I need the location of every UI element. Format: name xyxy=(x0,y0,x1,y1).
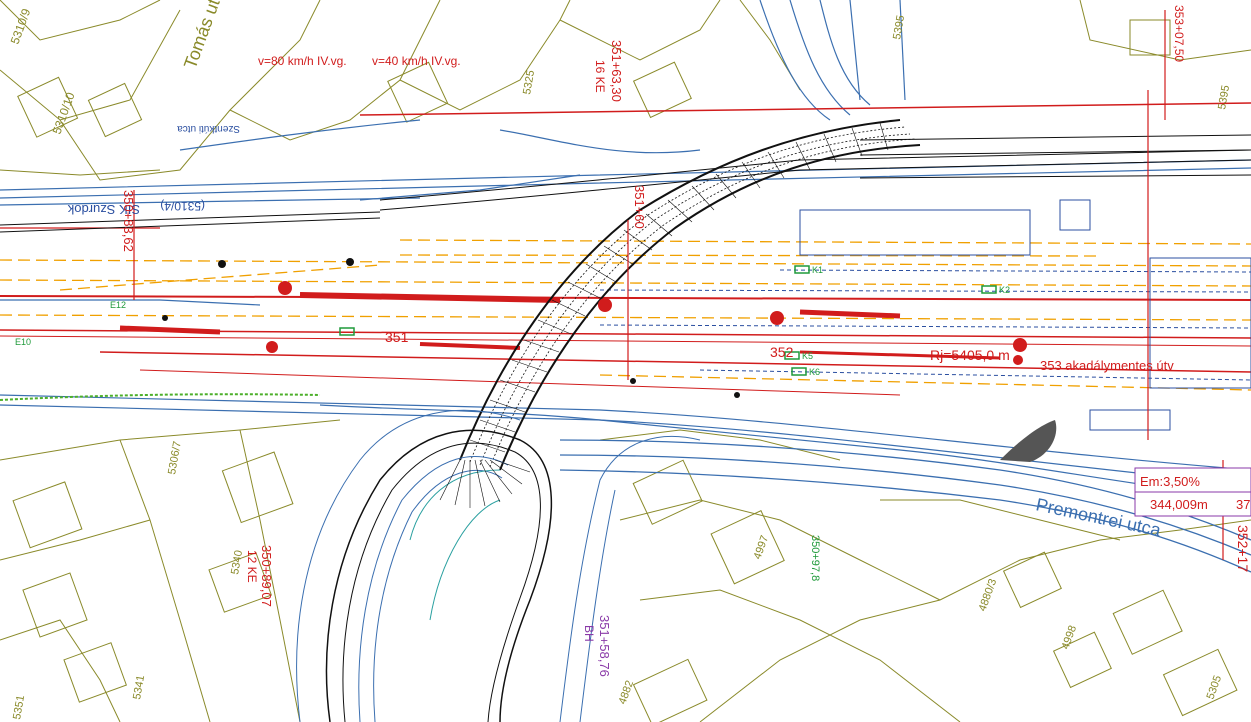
signal-icon xyxy=(1013,355,1023,365)
station-351-label: 351 xyxy=(385,329,409,345)
signal-icon xyxy=(1013,338,1027,352)
signal-icon xyxy=(346,258,354,266)
switch-label-k1: K1 xyxy=(812,265,823,275)
parcel-label: 5340 xyxy=(229,549,245,575)
radius-label: Rj=5405,0 m xyxy=(930,347,1010,363)
km-label-351-60: 351+60 xyxy=(632,185,647,229)
curved-bridge xyxy=(459,119,921,471)
switch-label-k5: K5 xyxy=(802,351,813,361)
signal-icon xyxy=(770,311,784,325)
km-label-350-89: 350+89,07 xyxy=(259,545,274,607)
parcel-label: (5310/4) xyxy=(160,199,205,213)
main-track-bundle xyxy=(0,134,1251,233)
signal-label-e12: E12 xyxy=(110,300,126,310)
platform-structures xyxy=(799,199,1251,431)
parcel-label: 5351 xyxy=(11,694,27,720)
km-label-351-56: 351+58,76 xyxy=(597,615,612,677)
signal-symbols xyxy=(162,258,1027,398)
switch-symbols xyxy=(339,265,997,376)
dashed-track-lines xyxy=(0,239,1251,391)
stair-fan xyxy=(439,459,531,508)
gradient-value-2: 344,009m xyxy=(1150,497,1208,512)
label-16ke: 16 KE xyxy=(593,60,607,93)
station-353-label: 353 akadálymentes útv xyxy=(1040,358,1174,373)
switch-label-k6: K6 xyxy=(809,367,820,377)
signal-icon xyxy=(630,378,636,384)
signal-icon xyxy=(734,392,740,398)
dark-structure-shape xyxy=(1000,420,1057,462)
gradient-value-1: Em:3,50% xyxy=(1140,474,1200,489)
railway-tracks xyxy=(0,102,1251,396)
parcel-label: 5341 xyxy=(131,674,147,700)
speed-limit-40-label: v=40 km/h IV.vg. xyxy=(372,54,461,68)
signal-icon xyxy=(278,281,292,295)
signal-label-e10: E10 xyxy=(15,337,31,347)
parcel-label: 5395 xyxy=(891,14,907,40)
signal-icon xyxy=(162,315,168,321)
loop-ramp xyxy=(296,409,701,722)
parcel-label: 5306/7 xyxy=(166,440,184,475)
km-label-353-07: 353+07,50 xyxy=(1172,5,1186,62)
signal-icon xyxy=(266,341,278,353)
street-label-szentkut: Szentkúti utca xyxy=(177,123,240,134)
station-352-label: 352 xyxy=(770,344,794,360)
switch-label-k2: K2 xyxy=(999,285,1010,295)
vegetation-line xyxy=(0,393,321,401)
speed-limit-80-label: v=80 km/h IV.vg. xyxy=(258,54,347,68)
km-label-352-17: 352+17 xyxy=(1235,525,1251,572)
street-label-szurdok: SIK Szurdok xyxy=(67,202,140,217)
parcel-label: 5395 xyxy=(1216,84,1232,110)
label-12ke: 12 KE xyxy=(245,550,259,583)
signal-icon xyxy=(598,298,612,312)
label-bh: BH xyxy=(582,625,596,642)
km-label-351-63: 351+63,30 xyxy=(609,40,624,102)
signal-icon xyxy=(218,260,226,268)
km-label-350-97: 350+97,8 xyxy=(809,535,821,581)
parcel-label: 5325 xyxy=(521,69,537,95)
bridge-deck-hatching xyxy=(469,122,889,453)
km-label-350-83: 350+83,62 xyxy=(121,190,136,252)
gradient-value-3: 37 xyxy=(1236,497,1250,512)
